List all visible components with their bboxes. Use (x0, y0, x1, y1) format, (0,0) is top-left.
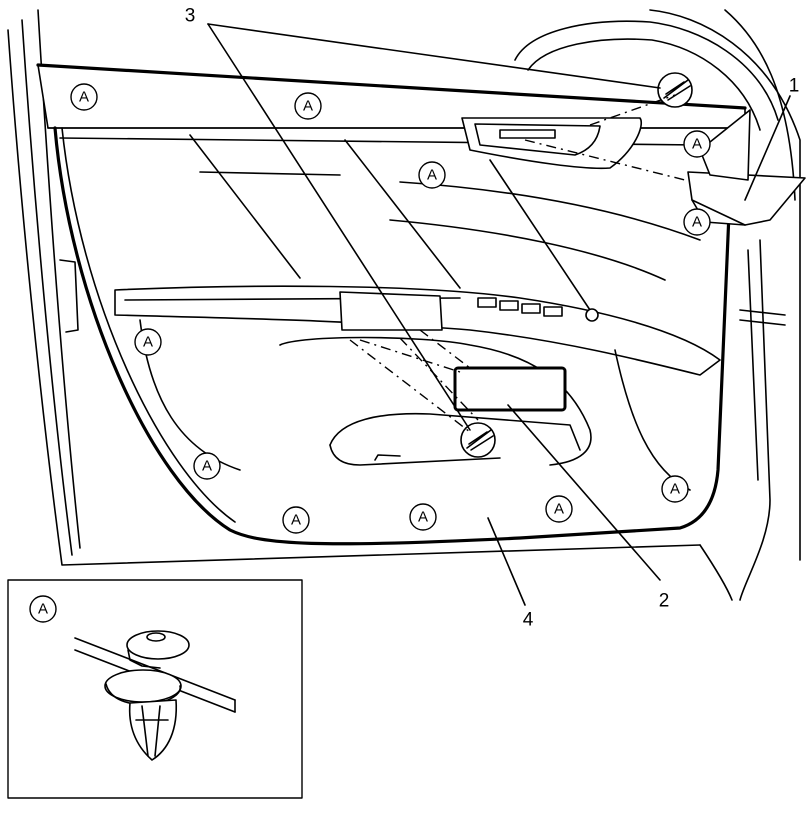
leader-lines (207, 23, 791, 606)
clip-marker-3: A (418, 161, 446, 189)
svg-text:A: A (143, 334, 153, 351)
callout-3: 3 (185, 6, 196, 27)
svg-text:A: A (418, 509, 428, 526)
svg-text:A: A (427, 167, 437, 184)
clip-marker-1: A (70, 83, 98, 111)
reference-dashed-lines (349, 94, 686, 433)
door-trim-panel (36, 63, 747, 546)
clip-marker-6: A (134, 328, 162, 356)
svg-text:A: A (692, 214, 702, 231)
svg-text:A: A (38, 601, 48, 618)
callout-1: 1 (789, 76, 800, 97)
svg-text:A: A (202, 458, 212, 475)
svg-text:A: A (670, 481, 680, 498)
svg-text:A: A (692, 136, 702, 153)
svg-text:A: A (291, 512, 301, 529)
clip-marker-7: A (193, 452, 221, 480)
clip-marker-9: A (409, 503, 437, 531)
callout-2: 2 (659, 591, 670, 612)
inset-marker: A (29, 595, 57, 623)
screw-upper (657, 72, 693, 108)
svg-text:A: A (79, 89, 89, 106)
callout-4: 4 (523, 610, 534, 631)
clip-marker-2: A (294, 92, 322, 120)
clip-marker-10: A (545, 495, 573, 523)
screw-lower (460, 422, 496, 458)
power-window-switch-panel (453, 366, 567, 412)
clip-marker-11: A (661, 475, 689, 503)
svg-text:A: A (303, 98, 313, 115)
clip-marker-4: A (683, 130, 711, 158)
clip-marker-8: A (282, 506, 310, 534)
clip-detail-inset: A (7, 579, 303, 799)
svg-text:A: A (554, 501, 564, 518)
clip-marker-5: A (683, 208, 711, 236)
